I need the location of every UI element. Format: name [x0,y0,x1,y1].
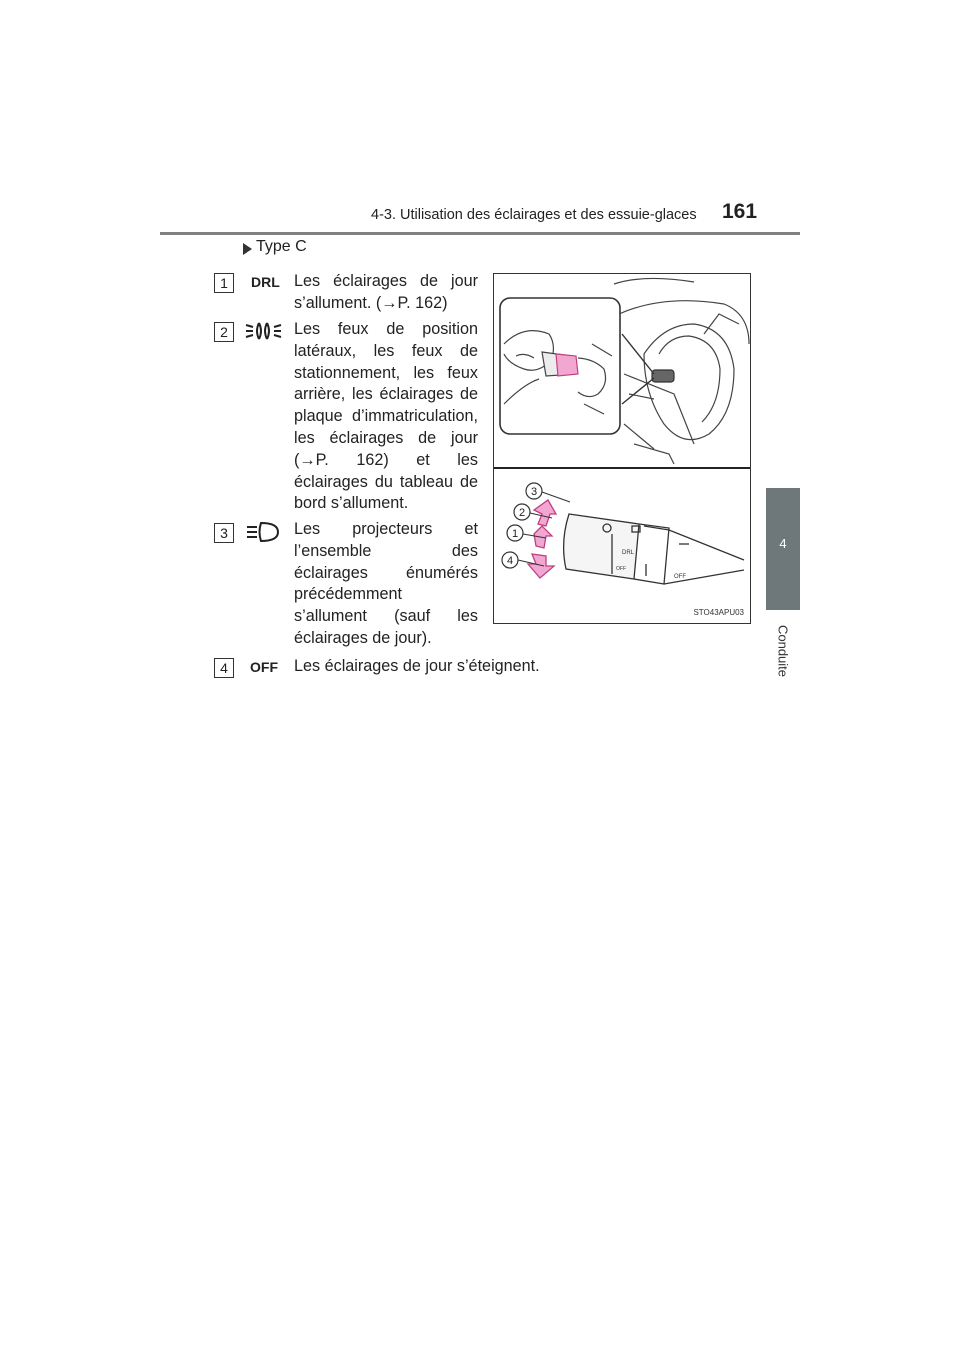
item-number: 1 [214,273,234,293]
callout-3: 3 [531,486,537,498]
callout-2: 2 [519,507,525,519]
hand-inset [499,297,621,435]
callout-4: 4 [507,555,513,567]
chapter-label-box: Conduite [766,616,800,686]
light-switch-figure: DRL OFF OFF 3 2 1 4 STO43APU03 [493,273,751,624]
section-label: Type C [256,238,307,255]
item-number: 3 [214,523,234,543]
chapter-label: Conduite [775,624,791,678]
off-icon-text: OFF [250,659,278,675]
off-inner-switch-label: OFF [616,566,626,572]
page-number: 161 [722,200,758,223]
drl-switch-label: DRL [622,550,635,556]
item-description: Les projecteurs et l’ensemble des éclair… [294,520,478,647]
dashboard-illustration [613,277,750,465]
switch-stalk-illustration [562,513,745,585]
chapter-tab: 4 [766,488,800,610]
item-number: 2 [214,322,234,342]
drl-icon: DRL [251,274,281,295]
pink-arrows [526,499,558,579]
figure-code: STO43APU03 [693,608,744,617]
chapter-number: 4 [779,536,787,551]
header-title: 4-3. Utilisation des éclairages et des e… [371,207,697,223]
callout-1: 1 [512,528,518,540]
item-number: 4 [214,658,234,678]
section-arrow-icon [243,243,252,255]
off-icon: OFF [250,659,284,680]
drl-icon-text: DRL [251,274,280,290]
item-description: Les éclairages de jour s’allument. (→P. … [294,272,478,312]
position-lights-icon [245,319,283,348]
headlight-icon [246,520,280,549]
header-rule [160,232,800,235]
item-description: Les éclairages de jour s’éteignent. [294,657,540,675]
off-outer-switch-label: OFF [674,574,686,580]
item-description: Les feux de position latéraux, les feux … [294,320,478,513]
